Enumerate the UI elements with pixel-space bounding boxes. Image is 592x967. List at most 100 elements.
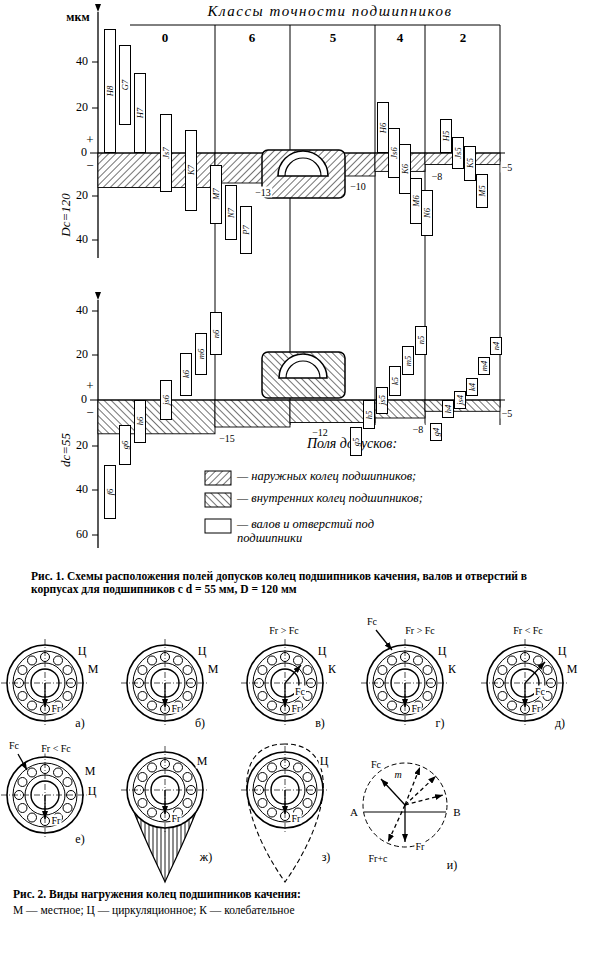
tolerance-field: g4 (430, 423, 442, 441)
center-line (45, 751, 46, 839)
chart-label: з) (321, 851, 332, 864)
rolling-ball (28, 656, 37, 665)
force-arrow (404, 683, 405, 707)
rolling-ball (303, 773, 312, 782)
fit-label: h6 (136, 417, 145, 426)
force-arrow (284, 790, 285, 814)
chart-label: m (393, 769, 402, 780)
force-arrow (164, 683, 165, 707)
fit-label: k5 (391, 377, 400, 385)
drawing-line (92, 62, 98, 63)
rolling-ball (138, 773, 147, 782)
chart-label: dc=55 (59, 432, 73, 468)
chart-label: 2 (459, 31, 468, 45)
rolling-ball (174, 763, 183, 772)
fit-label: K6 (401, 164, 410, 174)
chart-label: М (566, 663, 579, 676)
chart-label: + (85, 379, 94, 393)
rolling-ball (18, 692, 27, 701)
fit-label: H6 (379, 122, 388, 132)
rolling-ball (423, 692, 432, 701)
rolling-ball (268, 701, 277, 710)
chart-label: Fr (171, 813, 182, 824)
chart-label: 40 (75, 304, 89, 317)
chart-label: 20 (75, 439, 89, 452)
chart-label: 4 (396, 31, 405, 45)
rolling-ball (183, 773, 192, 782)
rolling-ball (303, 666, 312, 675)
tolerance-field: m5 (402, 346, 414, 375)
chart-label: и) (446, 859, 458, 872)
load-circle (363, 763, 447, 847)
chart-label: A (349, 806, 359, 818)
tolerance-field: M7 (210, 165, 222, 225)
force-arrow (524, 683, 525, 707)
fit-label: H5 (442, 131, 451, 141)
force-arrow (376, 630, 392, 650)
fit-label: h5 (365, 410, 374, 419)
chart-label: Fr < Fc (512, 625, 544, 636)
drawing-line (92, 535, 98, 536)
chart-label: Рис. 2. Виды нагружения колец подшипнико… (12, 888, 584, 901)
fit-label: js5 (378, 395, 387, 405)
tolerance-field: g5 (350, 427, 362, 456)
fit-label: K5 (466, 158, 475, 168)
chart-label: −5 (501, 162, 514, 173)
chart-label: Ц (319, 755, 330, 768)
drawing-line (92, 355, 98, 356)
chart-label: в) (314, 717, 326, 730)
force-arrow (381, 779, 405, 805)
chart-label: М (84, 765, 97, 778)
chart-label: 0 (161, 31, 170, 45)
force-arrow (44, 683, 45, 707)
drawing-rect (205, 519, 231, 533)
rolling-ball (423, 666, 432, 675)
drawing-g (92, 12, 500, 548)
chart-label: Fr (51, 815, 62, 826)
tolerance-field: m6 (195, 333, 207, 376)
rolling-ball (534, 656, 543, 665)
chart-label: 5 (329, 31, 338, 45)
chart-title: Классы точности подшипников (207, 3, 454, 20)
rolling-ball (138, 666, 147, 675)
rolling-ball (498, 692, 507, 701)
chart-label: К (327, 663, 337, 676)
rolling-ball (54, 656, 63, 665)
drawing-line (92, 490, 98, 491)
chart-label: Fr (411, 703, 422, 714)
drawing-line (130, 25, 500, 26)
drawing-g (205, 471, 231, 533)
chart-label: Fr (291, 703, 302, 714)
rolling-ball (28, 813, 37, 822)
rolling-ball (28, 768, 37, 777)
legend-text: — наружных колец подшипников; (236, 470, 428, 484)
tolerance-field: h6 (134, 400, 146, 443)
rolling-ball (378, 692, 387, 701)
drawing-path (285, 158, 321, 176)
chart-label: д) (554, 717, 566, 730)
rolling-ball (28, 701, 37, 710)
chart-label: −10 (349, 181, 367, 192)
rolling-ball (138, 692, 147, 701)
drawing-rect (205, 493, 231, 507)
chart-label: Fr+c (368, 853, 389, 864)
tolerance-field: h4 (442, 400, 454, 418)
rolling-ball (258, 692, 267, 701)
tolerance-field: js6 (160, 380, 172, 421)
chart-label: Fr (531, 703, 542, 714)
rolling-ball (268, 763, 277, 772)
tolerance-field: N6 (421, 190, 433, 236)
rolling-ball (294, 763, 303, 772)
chart-label: −15 (218, 433, 236, 444)
chart-label: Fr (171, 703, 182, 714)
fit-label: f6 (106, 489, 115, 496)
fit-label: N7 (227, 208, 236, 218)
rolling-ball (18, 804, 27, 813)
tolerance-field: N7 (225, 185, 237, 240)
drawing-g (262, 150, 345, 398)
force-arrow (285, 665, 301, 683)
fit-label: n4 (492, 342, 501, 351)
rolling-ball (294, 656, 303, 665)
fit-label: h4 (444, 405, 453, 414)
force-arrow (388, 805, 405, 842)
